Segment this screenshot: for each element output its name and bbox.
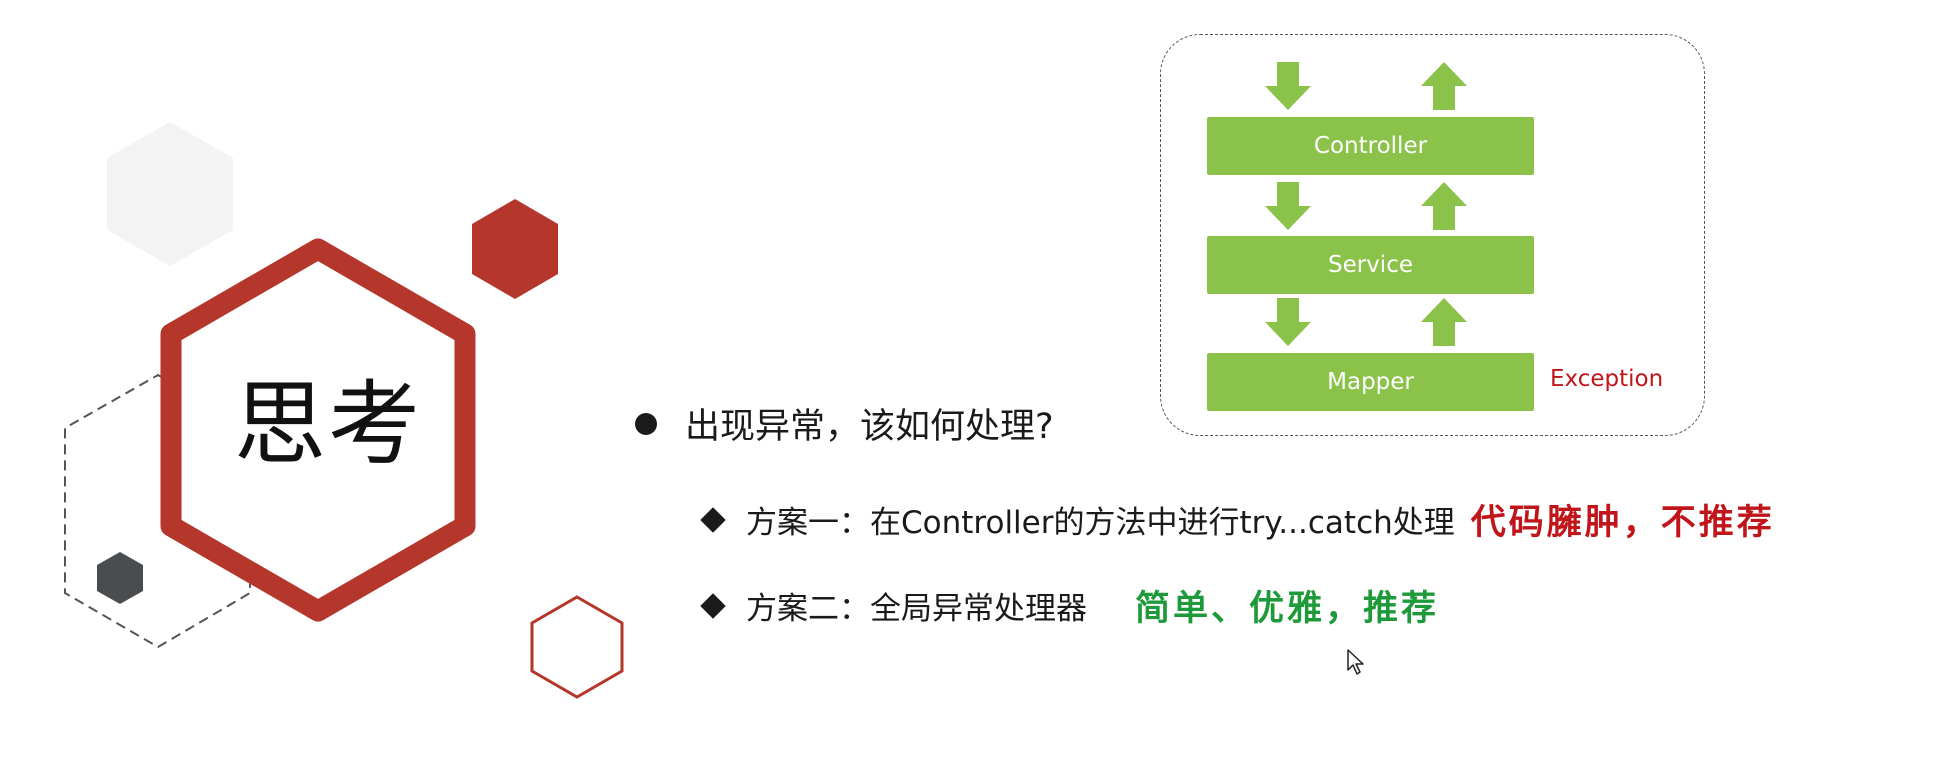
dashed-outline-hexagon xyxy=(64,373,251,649)
mouse-cursor-icon xyxy=(1347,649,1364,675)
option-1-note: 代码臃肿，不推荐 xyxy=(1470,502,1775,543)
exception-label: Exception xyxy=(1550,366,1664,392)
diamond-bullet-icon xyxy=(700,506,726,533)
controller-layer: Controller xyxy=(1207,117,1534,175)
up-arrow-icon xyxy=(1421,62,1467,110)
option-1-label: 方案一：在Controller的方法中进行try...catch处理 xyxy=(746,505,1455,541)
up-arrow-icon xyxy=(1421,298,1467,346)
red-filled-hexagon xyxy=(472,199,558,299)
main-bullet-text: 出现异常，该如何处理? xyxy=(685,407,1054,447)
red-outline-hexagon xyxy=(530,595,624,699)
down-arrow-icon xyxy=(1265,182,1311,230)
service-layer: Service xyxy=(1207,236,1534,294)
architecture-diagram-frame xyxy=(1160,34,1705,436)
mapper-layer: Mapper xyxy=(1207,353,1534,411)
down-arrow-icon xyxy=(1265,62,1311,110)
up-arrow-icon xyxy=(1421,182,1467,230)
main-bullet: 出现异常，该如何处理? xyxy=(635,398,1054,449)
dark-small-hexagon xyxy=(97,552,143,604)
option-row-2: 方案二：全局异常处理器 简单、优雅，推荐 xyxy=(700,580,1439,631)
bullet-dot-icon xyxy=(635,412,657,435)
option-2-note: 简单、优雅，推荐 xyxy=(1135,588,1440,629)
option-row-1: 方案一：在Controller的方法中进行try...catch处理 代码臃肿，… xyxy=(700,494,1775,545)
option-2-label: 方案二：全局异常处理器 xyxy=(746,591,1087,627)
title-hexagon-frame xyxy=(160,238,476,622)
down-arrow-icon xyxy=(1265,298,1311,346)
diamond-bullet-icon xyxy=(700,592,726,619)
slide-title: 思考 xyxy=(233,371,422,478)
light-gray-hexagon xyxy=(107,122,233,266)
